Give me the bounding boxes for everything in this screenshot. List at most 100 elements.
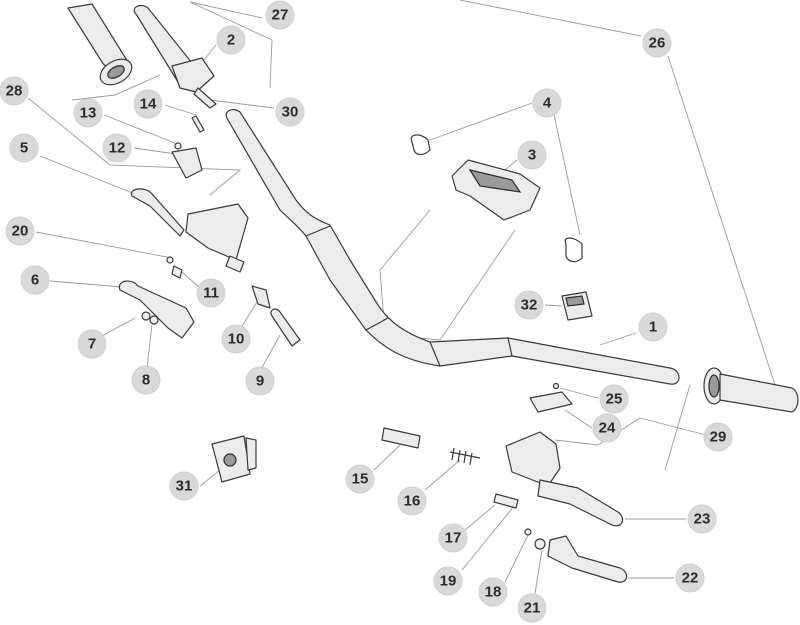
leader-11 bbox=[181, 271, 201, 289]
callout-10: 10 bbox=[221, 324, 251, 354]
svg-text:24: 24 bbox=[599, 420, 616, 437]
small-parts-left bbox=[171, 265, 301, 347]
svg-text:30: 30 bbox=[282, 104, 299, 121]
leader-26b bbox=[667, 55, 776, 386]
leader-21 bbox=[533, 549, 543, 601]
leader-29 bbox=[554, 417, 711, 446]
reservoir-cap-left bbox=[171, 147, 203, 179]
leader-16 bbox=[424, 459, 461, 491]
callout-13: 13 bbox=[73, 98, 103, 128]
leader-18 bbox=[504, 534, 529, 583]
leader-25 bbox=[559, 387, 599, 399]
leader-4a bbox=[429, 102, 533, 141]
leader-17 bbox=[464, 504, 496, 531]
leader-10 bbox=[239, 299, 259, 331]
svg-text:13: 13 bbox=[80, 105, 97, 122]
svg-text:1: 1 bbox=[649, 319, 657, 336]
callout-21: 21 bbox=[517, 593, 547, 623]
callout-14: 14 bbox=[133, 89, 163, 119]
svg-text:26: 26 bbox=[649, 35, 666, 52]
svg-text:31: 31 bbox=[176, 478, 193, 495]
leader-14 bbox=[164, 104, 197, 116]
leader-13 bbox=[103, 114, 181, 146]
svg-text:11: 11 bbox=[203, 285, 219, 302]
switch-housing bbox=[211, 435, 257, 483]
svg-text:9: 9 bbox=[256, 373, 264, 390]
leader-31 bbox=[199, 469, 221, 487]
callout-8: 8 bbox=[131, 365, 161, 395]
leader-30 bbox=[209, 99, 275, 109]
svg-text:7: 7 bbox=[88, 336, 96, 353]
svg-text:23: 23 bbox=[694, 511, 711, 528]
svg-text:21: 21 bbox=[524, 600, 541, 617]
svg-text:18: 18 bbox=[485, 584, 502, 601]
svg-text:29: 29 bbox=[710, 429, 727, 446]
callout-16: 16 bbox=[397, 486, 427, 516]
callout-27: 27 bbox=[265, 0, 295, 30]
svg-text:14: 14 bbox=[140, 96, 157, 113]
svg-text:6: 6 bbox=[31, 272, 39, 289]
callout-23: 23 bbox=[687, 504, 717, 534]
callout-29: 29 bbox=[703, 422, 733, 452]
small-clamp bbox=[561, 291, 593, 321]
callout-22: 22 bbox=[675, 563, 705, 593]
svg-text:22: 22 bbox=[682, 570, 699, 587]
right-grip bbox=[703, 367, 799, 413]
callout-badges: 1 2 3 4 5 6 7 8 9 10 11 12 13 14 15 16 1… bbox=[0, 0, 733, 623]
callout-18: 18 bbox=[478, 577, 508, 607]
leader-28 bbox=[27, 97, 242, 196]
screws-top-left bbox=[174, 115, 205, 150]
svg-text:2: 2 bbox=[227, 32, 235, 49]
callout-2: 2 bbox=[216, 25, 246, 55]
leader-1 bbox=[599, 332, 637, 346]
svg-text:17: 17 bbox=[445, 530, 462, 547]
svg-text:20: 20 bbox=[12, 223, 29, 240]
leader-12 bbox=[133, 147, 177, 155]
reservoir-cap-right bbox=[529, 382, 573, 413]
leader-6 bbox=[49, 280, 123, 288]
svg-text:15: 15 bbox=[352, 471, 369, 488]
left-lever bbox=[118, 280, 195, 339]
callout-20: 20 bbox=[5, 216, 35, 246]
callout-11: 11 bbox=[196, 278, 226, 308]
leader-20 bbox=[35, 231, 173, 259]
callout-7: 7 bbox=[77, 329, 107, 359]
svg-text:4: 4 bbox=[543, 95, 552, 112]
leader-24 bbox=[564, 409, 593, 429]
leader-26a bbox=[459, 0, 642, 37]
left-lever-assembly bbox=[130, 188, 249, 273]
svg-text:32: 32 bbox=[521, 297, 538, 314]
callout-24: 24 bbox=[592, 413, 622, 443]
callout-4: 4 bbox=[532, 88, 562, 118]
callout-9: 9 bbox=[245, 366, 275, 396]
handlebar-clamp bbox=[451, 159, 541, 221]
svg-text:8: 8 bbox=[142, 372, 150, 389]
leader-5 bbox=[39, 155, 141, 197]
callout-17: 17 bbox=[438, 523, 468, 553]
svg-text:28: 28 bbox=[6, 83, 23, 100]
callout-26: 26 bbox=[642, 28, 672, 58]
throttle-grip bbox=[133, 4, 217, 109]
svg-text:27: 27 bbox=[272, 7, 289, 24]
callout-1: 1 bbox=[638, 312, 668, 342]
leader-27 bbox=[189, 1, 273, 89]
leader-4b bbox=[552, 109, 581, 236]
svg-text:12: 12 bbox=[109, 140, 126, 157]
callout-15: 15 bbox=[345, 464, 375, 494]
leader-9 bbox=[259, 334, 281, 372]
callout-28: 28 bbox=[0, 76, 29, 106]
leader-29b bbox=[664, 384, 691, 471]
clamp-clips bbox=[410, 134, 583, 263]
callout-5: 5 bbox=[9, 133, 39, 163]
svg-text:10: 10 bbox=[228, 331, 245, 348]
callout-31: 31 bbox=[169, 471, 199, 501]
left-grip bbox=[67, 3, 133, 86]
callout-25: 25 bbox=[599, 384, 629, 414]
right-lever bbox=[524, 528, 628, 583]
svg-text:3: 3 bbox=[528, 147, 536, 164]
callout-6: 6 bbox=[20, 265, 50, 295]
leader-cluster bbox=[379, 209, 516, 341]
leader-7 bbox=[101, 317, 136, 337]
